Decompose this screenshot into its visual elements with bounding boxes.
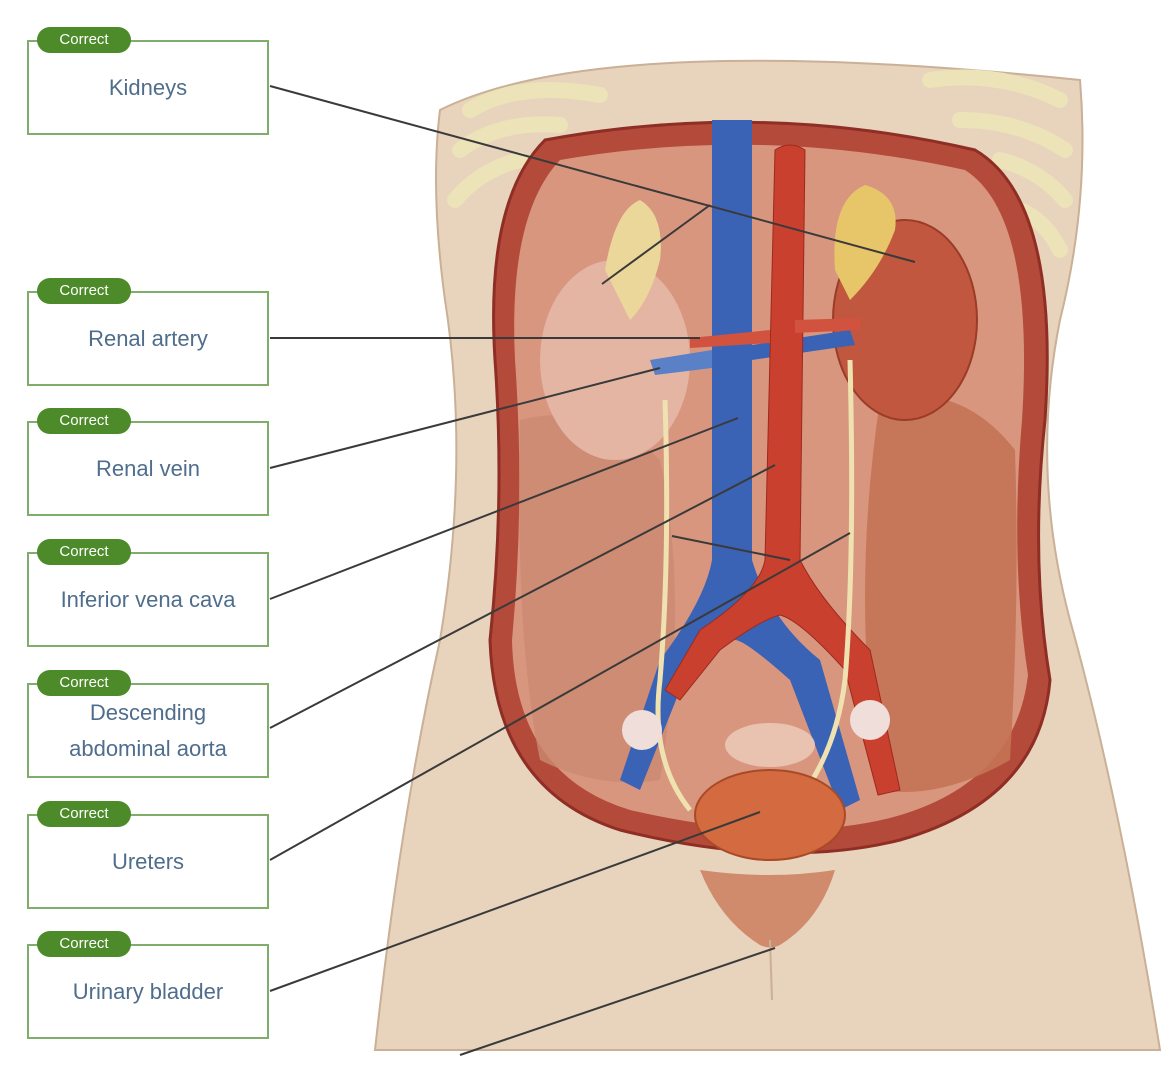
label-box-descending-abdominal-aorta[interactable]: Descending abdominal aorta <box>27 683 269 778</box>
inferior-vena-cava <box>620 120 860 810</box>
correct-badge: Correct <box>37 539 131 565</box>
label-box-renal-vein[interactable]: Renal vein <box>27 421 269 516</box>
label-box-ureters[interactable]: Ureters <box>27 814 269 909</box>
right-psoas-muscle <box>865 395 1017 792</box>
left-kidney <box>540 260 690 460</box>
correct-badge: Correct <box>37 27 131 53</box>
label-box-kidneys[interactable]: Kidneys <box>27 40 269 135</box>
renal-vein-left <box>650 350 712 375</box>
leader-line-ureters <box>269 532 851 861</box>
uterus <box>725 723 815 767</box>
correct-badge: Correct <box>37 278 131 304</box>
leader-line-kidneys-left <box>601 204 711 285</box>
label-text: Renal vein <box>96 455 200 481</box>
label-text: Inferior vena cava <box>60 586 236 612</box>
leader-line-renal-vein <box>269 367 661 469</box>
left-ovary <box>622 710 662 750</box>
leader-line-ureters-branch <box>671 535 791 561</box>
lower-pelvis <box>700 870 835 948</box>
label-text: Ureters <box>111 848 185 874</box>
ureter-left <box>655 399 692 812</box>
label-text: Kidneys <box>108 74 188 100</box>
correct-badge: Correct <box>37 408 131 434</box>
descending-abdominal-aorta <box>664 144 901 796</box>
correct-badge: Correct <box>37 801 131 827</box>
leader-line-aorta <box>269 464 776 729</box>
leader-line-urinary-bladder <box>269 811 761 992</box>
label-text: Urinary bladder <box>72 978 224 1004</box>
renal-artery-right <box>795 318 860 333</box>
right-ovary <box>850 700 890 740</box>
leader-line-urethra <box>459 947 776 1056</box>
leader-lines <box>269 85 916 1056</box>
left-adrenal-gland <box>605 200 661 320</box>
label-text: Renal artery <box>88 325 208 351</box>
renal-artery-left <box>690 330 770 348</box>
left-psoas-muscle <box>519 415 675 783</box>
correct-badge: Correct <box>37 931 131 957</box>
urinary-bladder <box>694 769 846 861</box>
label-box-inferior-vena-cava[interactable]: Inferior vena cava <box>27 552 269 647</box>
label-box-renal-artery[interactable]: Renal artery <box>27 291 269 386</box>
ribs <box>447 69 1073 258</box>
label-text: Descending abdominal aorta <box>69 699 227 761</box>
right-adrenal-gland <box>834 185 896 300</box>
leader-line-kidneys-right <box>269 85 916 263</box>
ureter-right <box>788 359 855 812</box>
label-box-urinary-bladder[interactable]: Urinary bladder <box>27 944 269 1039</box>
correct-badge: Correct <box>37 670 131 696</box>
leader-line-inferior-vena-cava <box>269 417 739 600</box>
